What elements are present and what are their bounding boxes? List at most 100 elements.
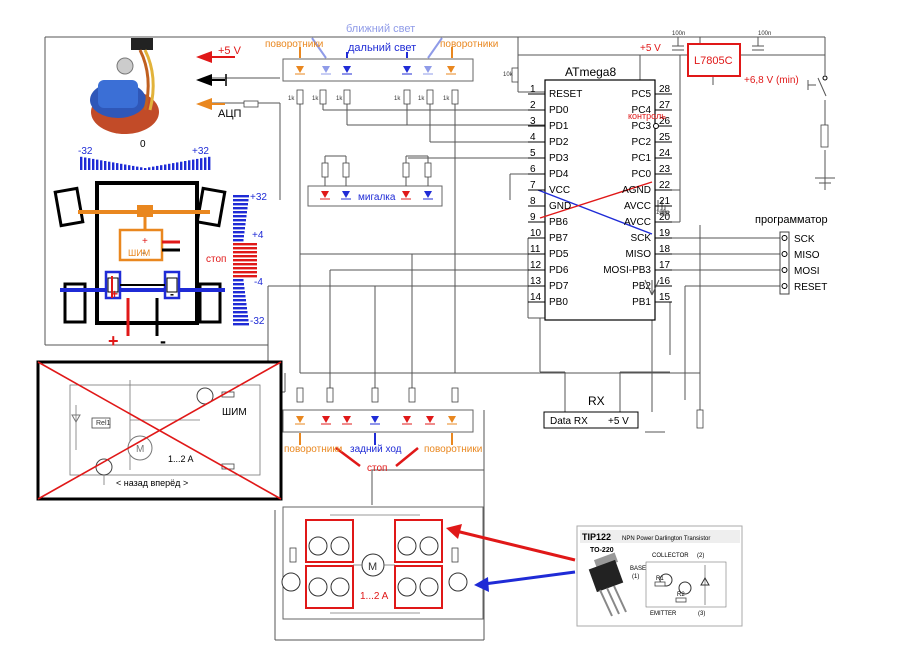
- scale-tick: [84, 157, 87, 170]
- motor-label: M: [368, 561, 377, 573]
- chip-pin-number: 22: [659, 180, 671, 191]
- chip-pin-number: 17: [659, 260, 671, 271]
- scale-tick: [144, 168, 147, 170]
- scale-tick: [233, 303, 247, 306]
- programmer-pin: [781, 267, 788, 273]
- scale-tick: [233, 267, 257, 270]
- scale-tick: [104, 161, 107, 170]
- scale-tick: [233, 275, 257, 278]
- control-label: контроль: [628, 111, 666, 121]
- res-10k-label: 10k: [503, 72, 514, 78]
- control-pin-dot: [653, 123, 659, 129]
- scale-tick: [148, 167, 151, 170]
- chip-pin-number: 13: [530, 276, 542, 287]
- scale-tick: [152, 166, 155, 170]
- top-led-bar: [282, 37, 474, 142]
- relay-label: Rel1: [96, 420, 111, 427]
- turn-right-top-label: поворотники: [440, 39, 498, 50]
- svg-text:-: -: [160, 331, 166, 351]
- chip-pin-label: PC5: [632, 89, 652, 100]
- programmer-pin-label: MISO: [794, 250, 820, 261]
- far-light-label: дальний свет: [348, 42, 416, 54]
- chassis-diagram: + - + - + -: [53, 181, 227, 351]
- chip-pin-label: SCK: [630, 233, 651, 244]
- chip-pin-number: 16: [659, 276, 671, 287]
- res-label: 1k: [418, 96, 425, 102]
- left-arrows: [196, 51, 235, 110]
- chip-pin-label: PC3: [632, 121, 652, 132]
- tip122-r2: R2: [677, 592, 685, 598]
- chip-pin-label: PD5: [549, 249, 569, 260]
- current-label: 1...2 A: [168, 454, 194, 464]
- cap-label: 100n: [672, 31, 685, 37]
- chip-pin-label: RESET: [549, 89, 582, 100]
- chip-pin-label: AVCC: [624, 217, 651, 228]
- scale-tick: [233, 323, 249, 326]
- chip-pin-label: PC0: [632, 169, 652, 180]
- scale-tick: [136, 166, 139, 170]
- chip-pin-number: 1: [530, 84, 536, 95]
- scale-tick: [233, 311, 248, 314]
- chip-pin-label: PD6: [549, 265, 569, 276]
- svg-text:-: -: [170, 287, 174, 301]
- chip-pin-label: VCC: [549, 185, 570, 196]
- chip-pin-label: AGND: [622, 185, 651, 196]
- led-near-left: [322, 66, 330, 73]
- chip-pin-number: 10: [530, 228, 542, 239]
- top-scale-max: +32: [192, 146, 209, 157]
- chip-name: ATmega8: [565, 65, 616, 79]
- scale-tick: [180, 161, 183, 170]
- chip-pin-number: 11: [530, 244, 541, 255]
- led-far-right: [403, 66, 411, 73]
- scale-tick: [233, 295, 246, 298]
- res-label: 1k: [336, 96, 343, 102]
- scale-tick: [233, 235, 244, 238]
- data-rx-label: Data RX: [550, 416, 588, 427]
- scale-tick: [233, 219, 246, 222]
- tip122-r1: R1: [656, 576, 664, 582]
- chip-pin-label: PB1: [632, 297, 651, 308]
- chip-pin-label: PC4: [632, 105, 652, 116]
- chip-pin-number: 8: [530, 196, 536, 207]
- antenna-icon: [644, 279, 660, 296]
- scale-tick: [233, 299, 246, 302]
- programmer-pin: [781, 283, 788, 289]
- direction-label: < назад вперёд >: [116, 478, 188, 488]
- scale-tick: [196, 158, 199, 170]
- chip-pin-number: 3: [530, 116, 536, 127]
- chip-pin-label: PB0: [549, 297, 568, 308]
- blinker-label: мигалка: [358, 192, 396, 203]
- scale-tick: [128, 165, 131, 170]
- scale-tick: [188, 160, 191, 170]
- scale-tick: [233, 315, 248, 318]
- scale-tick: [233, 283, 244, 286]
- chip-pin-number: 26: [659, 116, 671, 127]
- rx-title: RX: [588, 394, 605, 408]
- side-scale: [233, 195, 257, 326]
- side-scale-p32: +32: [250, 192, 267, 203]
- scale-tick: [233, 319, 249, 322]
- transistor-arrows: [446, 524, 576, 592]
- scale-tick: [156, 165, 159, 170]
- chip-pin-label: PB7: [549, 233, 568, 244]
- regulator-label: L7805C: [694, 55, 733, 67]
- blinker-bar: [307, 155, 443, 207]
- scale-tick: [233, 259, 257, 262]
- scale-tick: [233, 255, 257, 258]
- v5-left-label: +5 V: [218, 45, 242, 57]
- chip-pin-number: 15: [659, 292, 671, 303]
- adc-label: АЦП: [218, 108, 241, 120]
- scale-tick: [233, 271, 257, 274]
- chip-pin-number: 20: [659, 212, 671, 223]
- stop-bottom-label: стоп: [367, 463, 387, 474]
- chip-pin-label: GND: [549, 201, 571, 212]
- led-far-left: [343, 66, 351, 73]
- scale-tick: [124, 164, 127, 170]
- scale-tick: [233, 227, 245, 230]
- chip-pin-number: 12: [530, 260, 542, 271]
- chip-pin-number: 5: [530, 148, 536, 159]
- scale-tick: [140, 167, 143, 170]
